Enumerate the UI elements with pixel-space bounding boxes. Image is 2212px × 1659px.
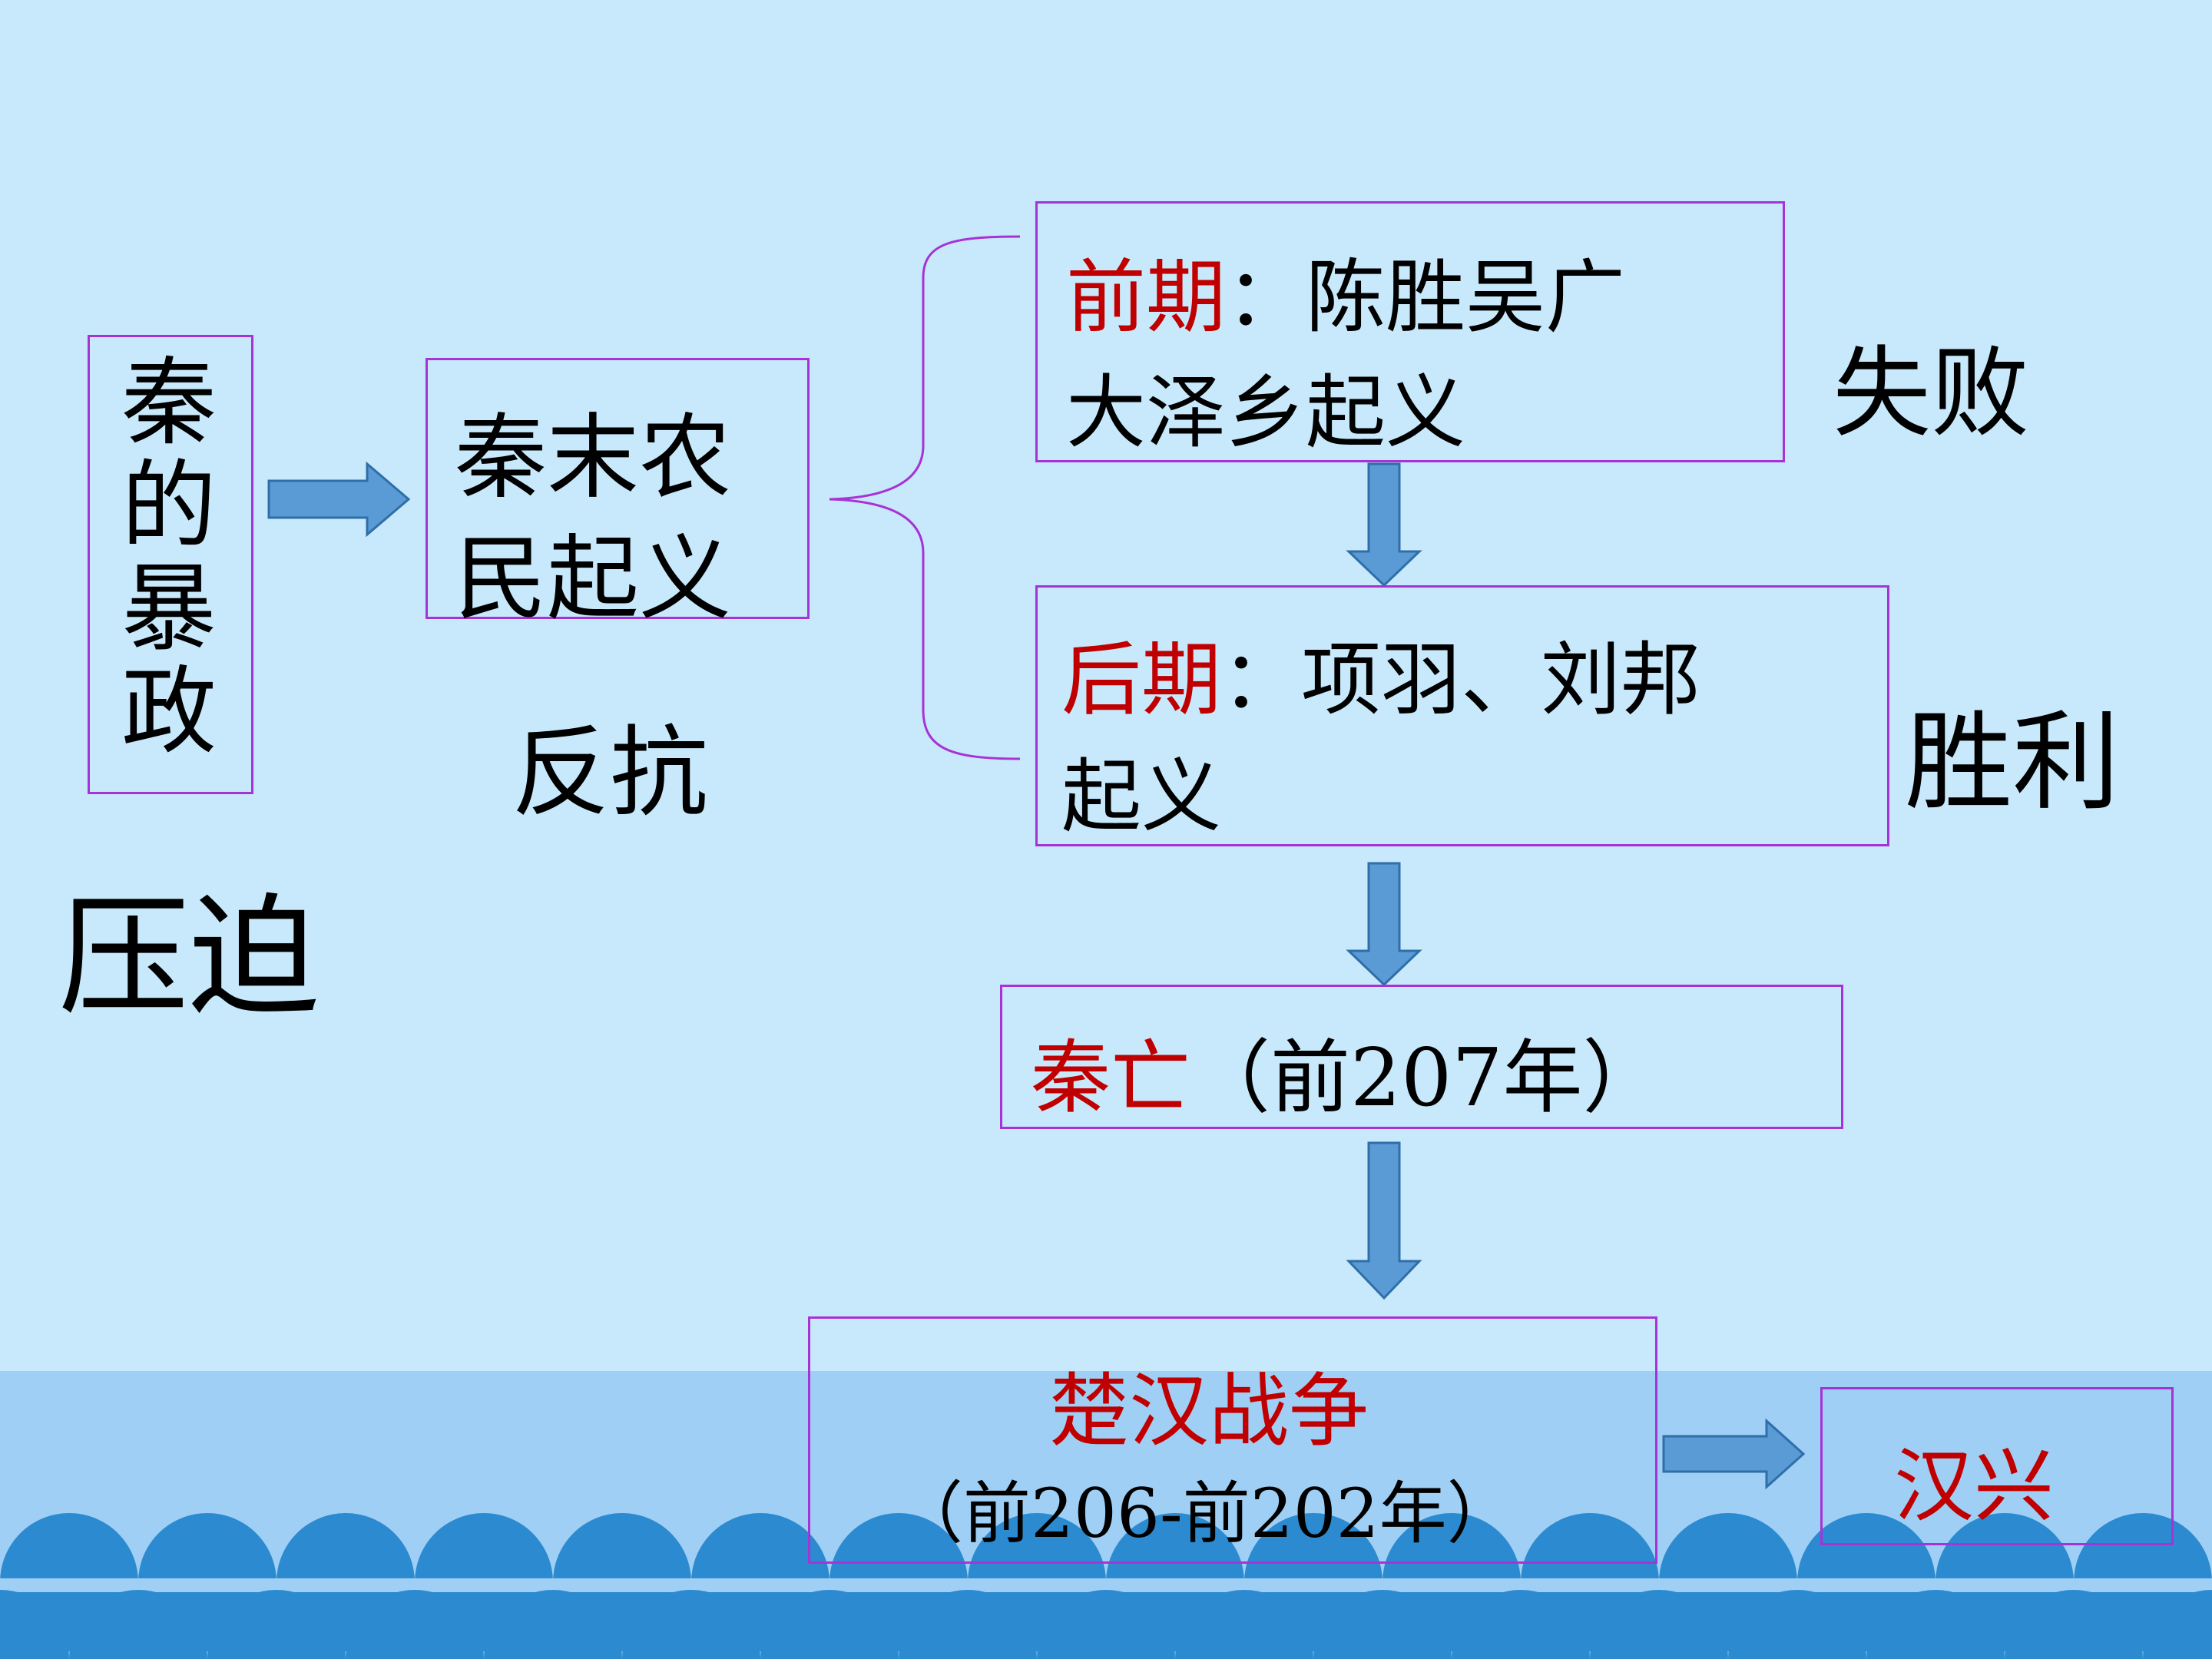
qin-tyranny-char-4: 政 bbox=[121, 657, 217, 767]
early-period-colon: ： bbox=[1226, 250, 1306, 344]
chu-han-war-label: 楚汉战争 bbox=[1049, 1364, 1369, 1458]
qin-tyranny-char-3: 暴 bbox=[121, 554, 217, 664]
late-period-text-1: 项羽、刘邦 bbox=[1301, 633, 1701, 727]
right-arrow-icon bbox=[267, 461, 411, 538]
early-period-label: 前期 bbox=[1066, 250, 1227, 344]
qin-fall-line: 秦亡（前207年） bbox=[1031, 1012, 1663, 1128]
qin-fall-label: 秦亡 bbox=[1031, 1031, 1191, 1124]
qin-tyranny-char-1: 秦 bbox=[121, 348, 217, 459]
node-late-period bbox=[1035, 585, 1889, 846]
label-victory: 胜利 bbox=[1905, 700, 2121, 826]
peasant-uprising-line-1: 秦末农 bbox=[455, 405, 731, 512]
label-oppression: 压迫 bbox=[58, 882, 320, 1034]
down-arrow-icon bbox=[1346, 462, 1422, 588]
early-period-text-2: 大泽乡起义 bbox=[1066, 366, 1466, 459]
early-period-text-1: 陈胜吴广 bbox=[1306, 250, 1626, 344]
late-period-label: 后期 bbox=[1061, 633, 1222, 727]
down-arrow-icon bbox=[1346, 862, 1422, 987]
early-period-line-1: 前期：陈胜吴广 bbox=[1066, 232, 1625, 348]
peasant-uprising-line-2: 民起义 bbox=[455, 526, 731, 633]
down-arrow-icon bbox=[1346, 1141, 1422, 1300]
chu-han-war-dates: （前206-前202年） bbox=[896, 1474, 1515, 1553]
late-period-line-1: 后期：项羽、刘邦 bbox=[1061, 614, 1700, 730]
label-failure: 失败 bbox=[1833, 336, 2030, 451]
node-qin-fall bbox=[1000, 985, 1843, 1129]
qin-fall-text: （前207年） bbox=[1190, 1031, 1663, 1124]
node-early-period bbox=[1035, 201, 1785, 462]
brace-icon bbox=[829, 235, 1021, 760]
node-qin-tyranny bbox=[88, 335, 253, 794]
right-arrow-icon bbox=[1662, 1418, 1806, 1490]
qin-tyranny-char-2: 的 bbox=[121, 451, 217, 561]
label-resistance: 反抗 bbox=[512, 716, 709, 830]
node-han-rise bbox=[1820, 1387, 2174, 1545]
late-period-text-2: 起义 bbox=[1061, 750, 1222, 843]
node-chu-han-war bbox=[808, 1316, 1657, 1564]
late-period-colon: ： bbox=[1221, 633, 1302, 727]
han-rise-label: 汉兴 bbox=[1894, 1439, 2055, 1533]
node-peasant-uprising bbox=[426, 358, 810, 619]
